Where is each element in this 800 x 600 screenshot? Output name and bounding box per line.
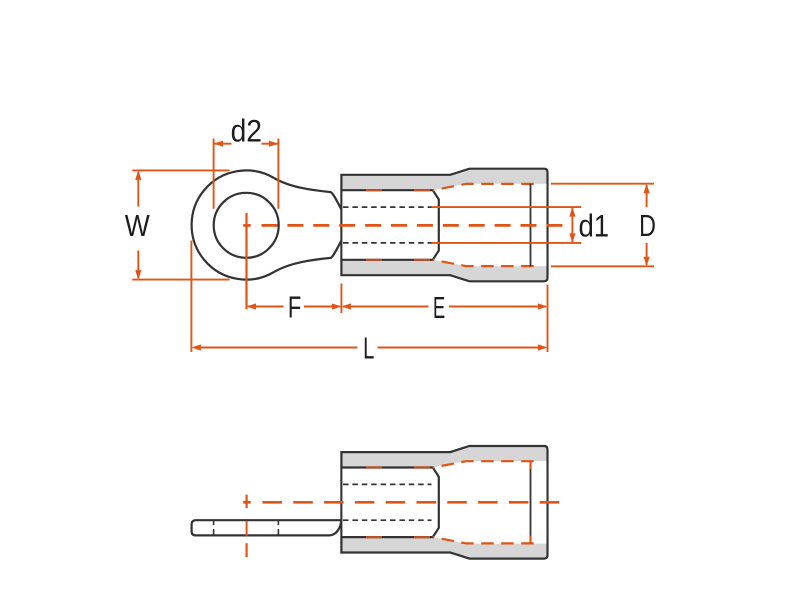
- svg-text:F: F: [288, 290, 301, 324]
- svg-text:d2: d2: [231, 112, 262, 148]
- svg-text:L: L: [363, 332, 374, 366]
- svg-text:d1: d1: [578, 207, 609, 243]
- svg-text:D: D: [639, 209, 656, 243]
- svg-text:W: W: [125, 209, 150, 243]
- svg-text:E: E: [433, 291, 445, 325]
